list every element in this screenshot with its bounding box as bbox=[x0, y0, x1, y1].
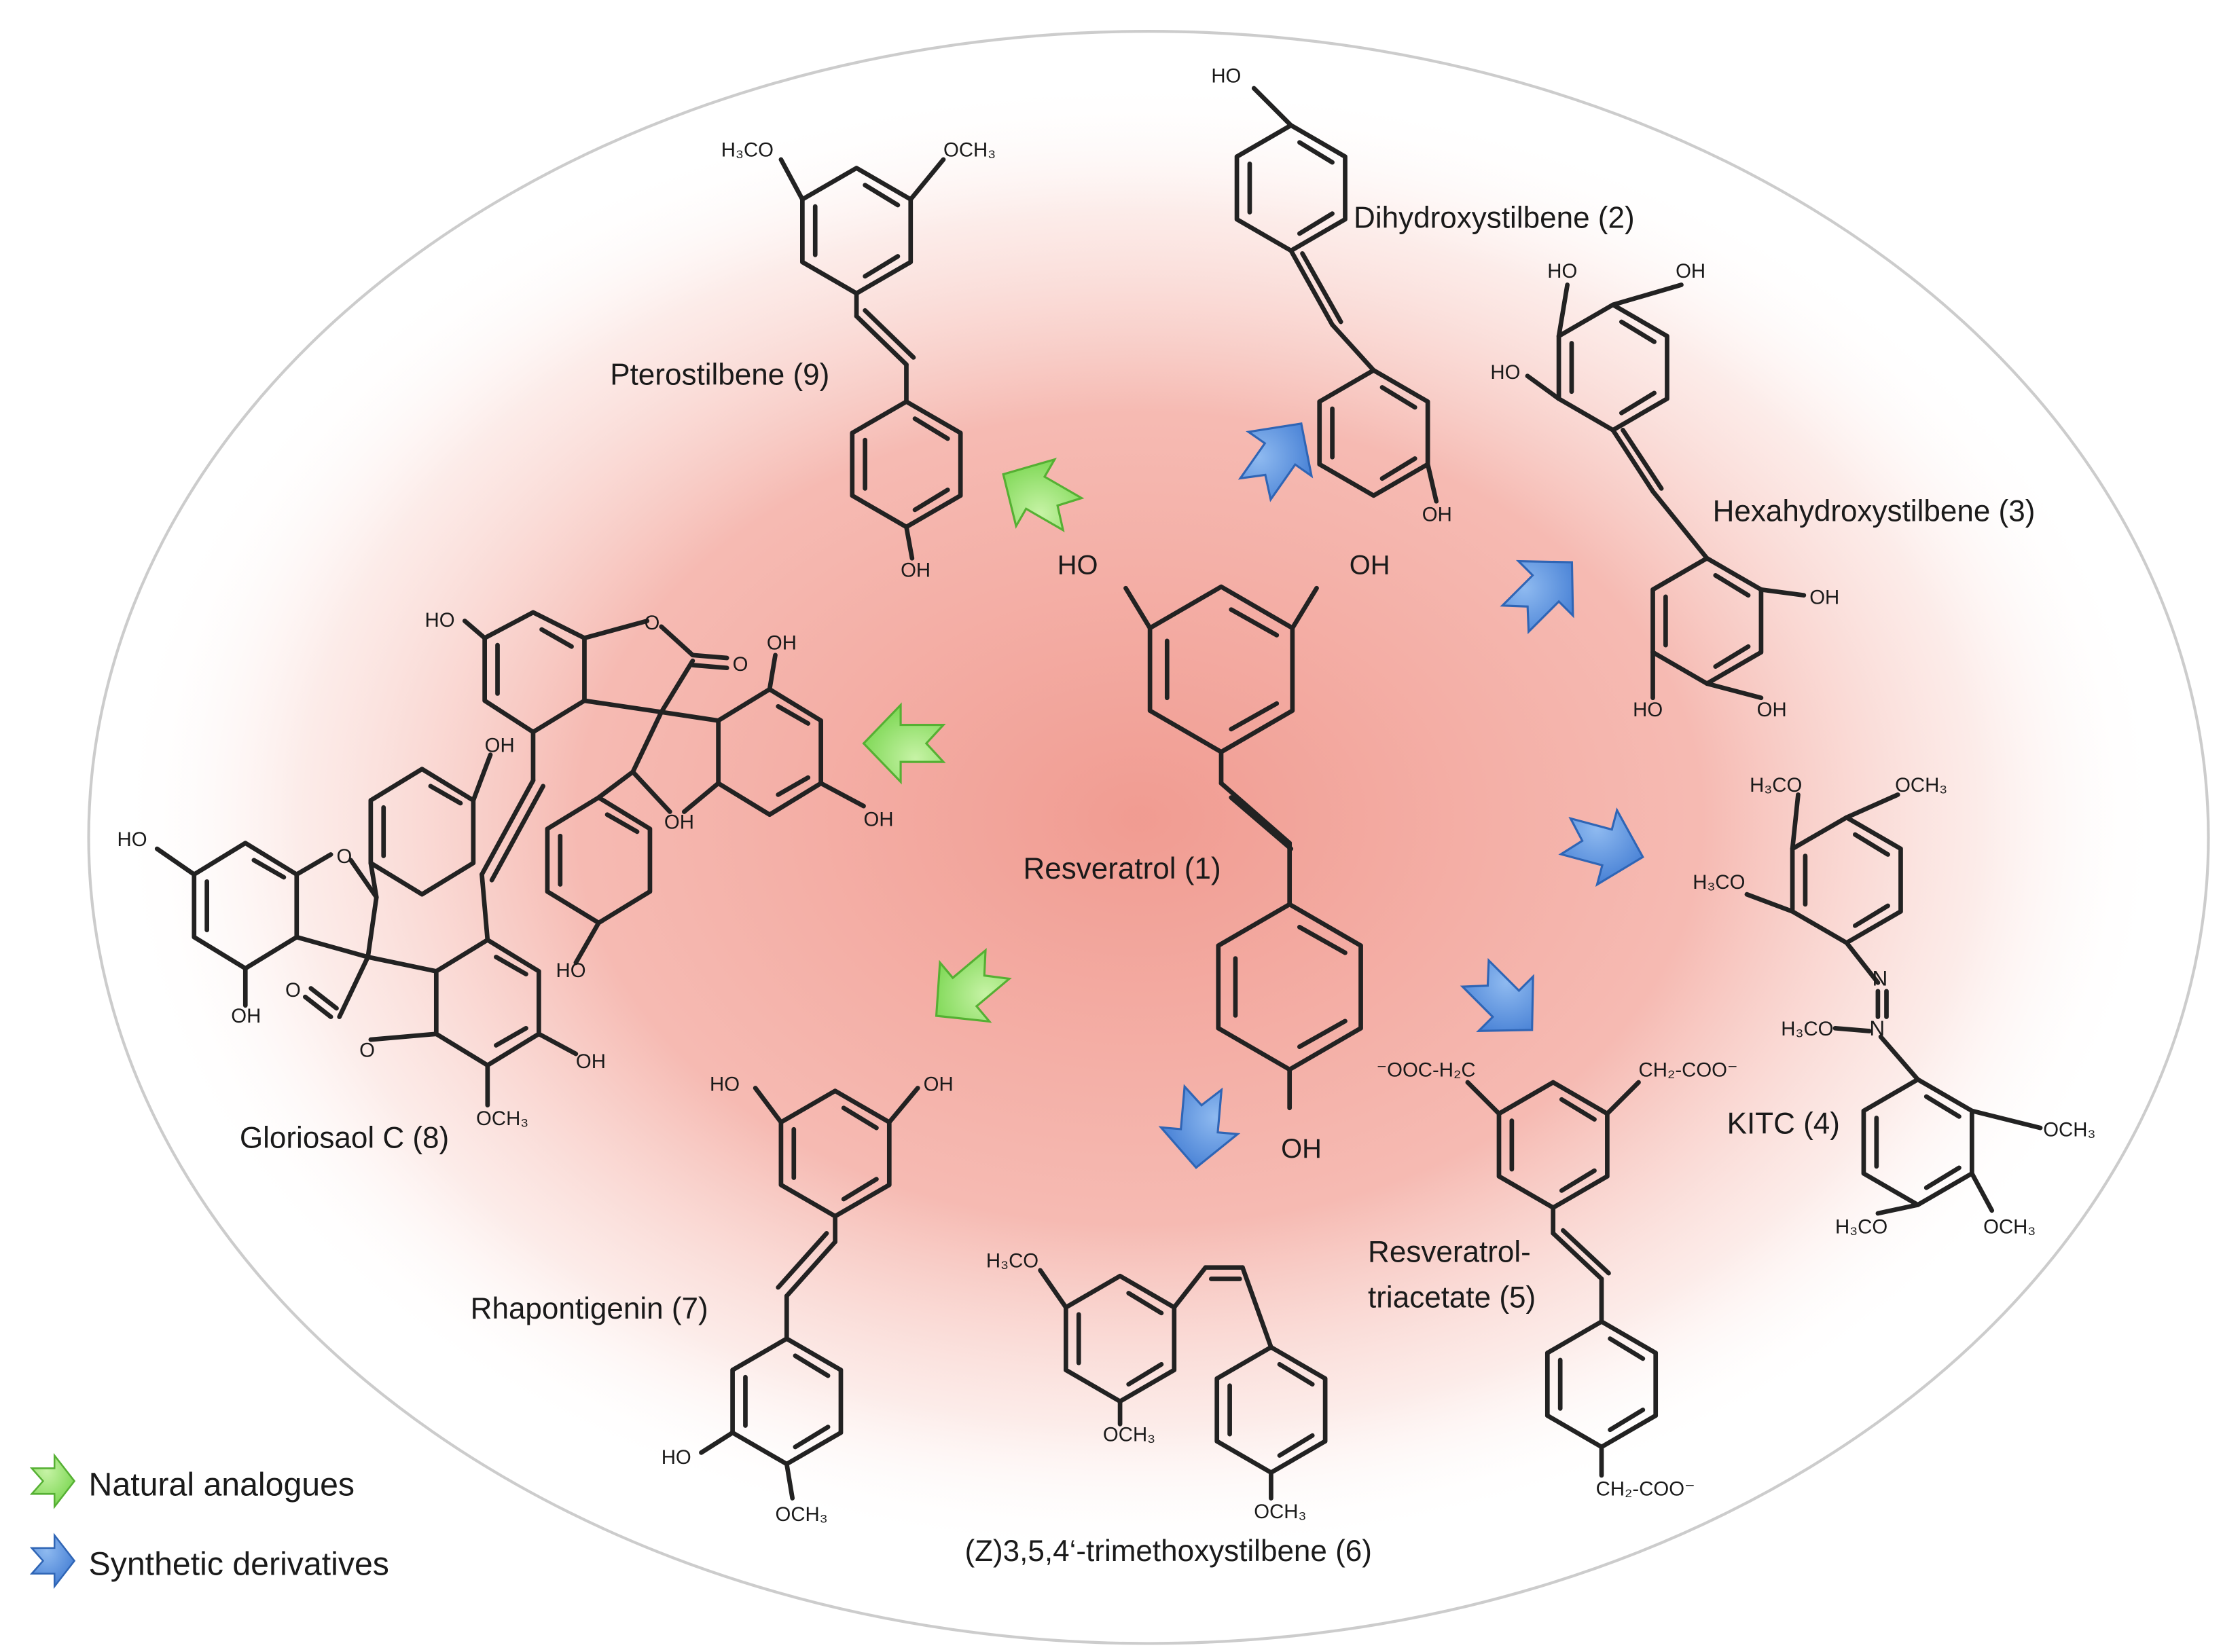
hexahydroxystilbene-hydroxyl-6: OH bbox=[1757, 699, 1787, 721]
gloriosaol-carbonyl-oxygen-1: O bbox=[733, 653, 748, 676]
gloriosaol-hydroxyl-1: HO bbox=[425, 609, 455, 631]
dihydroxystilbene-label: Dihydroxystilbene (2) bbox=[1354, 202, 1635, 235]
pterostilbene-structure: H₃CO OCH₃ OH bbox=[721, 139, 996, 582]
legend-synthetic-label: Synthetic derivatives bbox=[89, 1546, 389, 1583]
gloriosaol-hydroxyl-6: OH bbox=[231, 1005, 261, 1027]
resveratrol-triacetate-structure: ⁻OOC-H₂C CH₂-COO⁻ CH₂-COO⁻ bbox=[1377, 1059, 1738, 1501]
kitc-methoxy-7: OCH₃ bbox=[1983, 1215, 2036, 1238]
dihydroxystilbene-hydroxyl-top: HO bbox=[1211, 65, 1241, 88]
legend: Natural analogues Synthetic derivatives bbox=[31, 1454, 389, 1587]
triacetate-acetate-right: CH₂-COO⁻ bbox=[1639, 1059, 1738, 1082]
gloriosaol-hydroxyl-5: HO bbox=[118, 828, 147, 851]
rhapontigenin-hydroxyl-1: HO bbox=[710, 1073, 740, 1096]
kitc-methoxy-2: OCH₃ bbox=[1895, 774, 1947, 796]
gloriosaol-hydroxyl-2: OH bbox=[767, 631, 797, 654]
hexahydroxystilbene-hydroxyl-3: HO bbox=[1490, 361, 1520, 384]
trimethoxystilbene-structure: H₃CO OCH₃ OCH₃ bbox=[986, 1250, 1328, 1523]
trimethoxy-methoxy-2: OCH₃ bbox=[1103, 1424, 1155, 1446]
dihydroxystilbene-hydroxyl-bottom: OH bbox=[1422, 504, 1452, 526]
gloriosaol-hydroxyl-4: OH bbox=[485, 734, 515, 756]
trimethoxy-methoxy-1: H₃CO bbox=[986, 1250, 1038, 1272]
gloriosaol-ring-oxygen-1: O bbox=[645, 612, 660, 634]
resveratrol-triacetate-label-line1: Resveratrol- bbox=[1368, 1235, 1531, 1268]
gloriosaol-ring-oxygen-4: OH bbox=[664, 811, 694, 834]
kitc-methoxy-1: H₃CO bbox=[1750, 774, 1802, 796]
kitc-azo-n-2: N bbox=[1869, 1016, 1885, 1040]
kitc-label: KITC (4) bbox=[1727, 1107, 1840, 1141]
pterostilbene-methoxy-1: H₃CO bbox=[721, 139, 774, 162]
kitc-methoxy-5: OCH₃ bbox=[2043, 1119, 2095, 1141]
rhapontigenin-structure: HO OH HO OCH₃ bbox=[662, 1073, 954, 1526]
resveratrol-hydroxyl-left: HO bbox=[1058, 550, 1098, 580]
kitc-methoxy-3: H₃CO bbox=[1693, 871, 1745, 894]
kitc-methoxy-4: H₃CO bbox=[1781, 1018, 1833, 1040]
kitc-structure: H₃CO OCH₃ H₃CO N N H₃CO OCH₃ H₃CO OCH₃ bbox=[1693, 774, 2095, 1238]
pterostilbene-hydroxyl: OH bbox=[901, 559, 930, 581]
hexahydroxystilbene-structure: HO OH HO OH HO OH bbox=[1490, 260, 1839, 721]
trimethoxy-methoxy-3: OCH₃ bbox=[1254, 1501, 1306, 1523]
hexahydroxystilbene-hydroxyl-5: HO bbox=[1633, 699, 1663, 721]
hexahydroxystilbene-label: Hexahydroxystilbene (3) bbox=[1713, 495, 2036, 528]
gloriosaol-c-label: Gloriosaol C (8) bbox=[240, 1122, 449, 1155]
legend-natural-label: Natural analogues bbox=[89, 1466, 355, 1503]
kitc-azo-n-1: N bbox=[1873, 966, 1888, 990]
rhapontigenin-label: Rhapontigenin (7) bbox=[471, 1292, 708, 1325]
resveratrol-hydroxyl-para: OH bbox=[1281, 1134, 1322, 1164]
triacetate-acetate-left: ⁻OOC-H₂C bbox=[1377, 1059, 1476, 1082]
kitc-methoxy-6: H₃CO bbox=[1835, 1215, 1887, 1238]
gloriosaol-carbonyl-oxygen-2: O bbox=[285, 979, 301, 1002]
gloriosaol-hydroxyl-8: OH bbox=[576, 1050, 606, 1073]
gloriosaol-hydroxyl-3: OH bbox=[864, 809, 894, 831]
rhapontigenin-methoxy: OCH₃ bbox=[776, 1503, 828, 1526]
dihydroxystilbene-structure: HO OH bbox=[1211, 65, 1451, 526]
hexahydroxystilbene-hydroxyl-2: OH bbox=[1676, 260, 1705, 282]
red-halo bbox=[114, 78, 2166, 1560]
gloriosaol-ring-oxygen-3: O bbox=[359, 1039, 375, 1061]
blue-arrow-icon bbox=[31, 1534, 75, 1587]
green-arrow-icon bbox=[31, 1454, 75, 1508]
pterostilbene-methoxy-2: OCH₃ bbox=[943, 139, 996, 162]
gloriosaol-hydroxyl-9: OH bbox=[770, 648, 772, 650]
triacetate-acetate-para: CH₂-COO⁻ bbox=[1596, 1477, 1695, 1500]
gloriosaol-methoxy: OCH₃ bbox=[476, 1107, 528, 1130]
resveratrol-label: Resveratrol (1) bbox=[1023, 852, 1221, 885]
gloriosaol-ring-oxygen-2: O bbox=[337, 845, 353, 868]
rhapontigenin-hydroxyl-2: OH bbox=[924, 1073, 954, 1096]
resveratrol-hydroxyl-right: OH bbox=[1350, 550, 1390, 580]
trimethoxystilbene-label: (Z)3,5,4‘-trimethoxystilbene (6) bbox=[964, 1535, 1371, 1568]
resveratrol-triacetate-label-line2: triacetate (5) bbox=[1368, 1281, 1536, 1314]
gloriosaol-hydroxyl-7: HO bbox=[556, 959, 586, 982]
gloriosaol-c-structure: HO O O OH OH OH HO O OH HO O O OH OH OCH… bbox=[118, 609, 894, 1130]
hexahydroxystilbene-hydroxyl-4: OH bbox=[1809, 586, 1839, 608]
resveratrol-structure: HO OH OH bbox=[1058, 550, 1390, 1164]
rhapontigenin-hydroxyl-3: HO bbox=[662, 1446, 691, 1469]
pterostilbene-label: Pterostilbene (9) bbox=[610, 358, 829, 391]
hexahydroxystilbene-hydroxyl-1: HO bbox=[1547, 260, 1577, 282]
